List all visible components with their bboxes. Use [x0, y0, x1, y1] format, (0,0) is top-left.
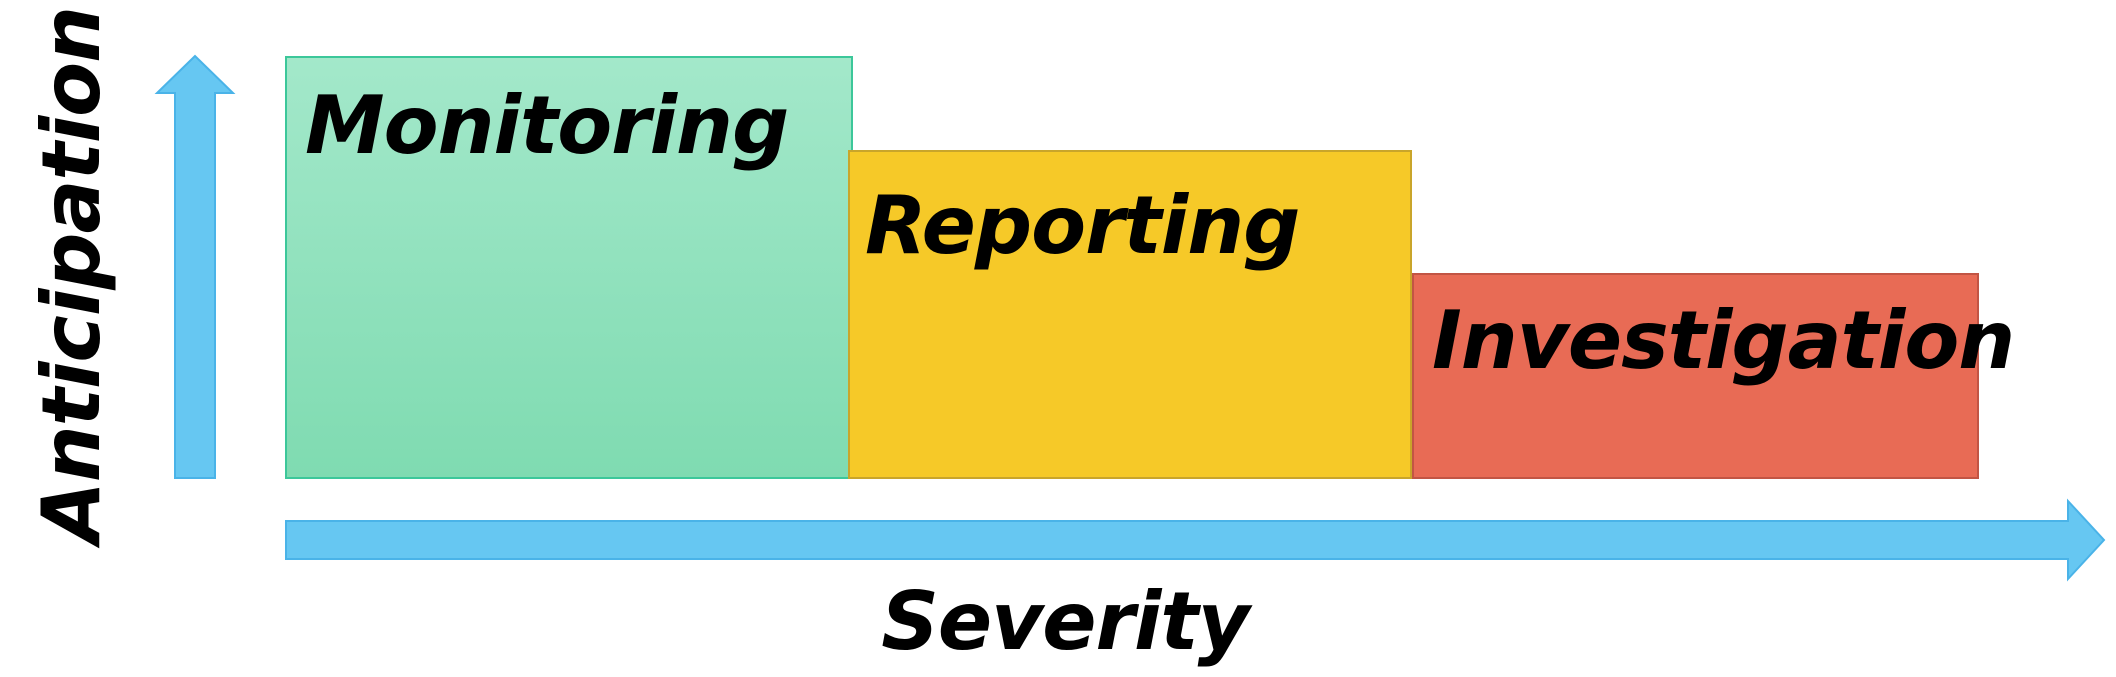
investigation-label: Investigation: [1432, 294, 2015, 387]
investigation-box: Investigation: [1412, 273, 2015, 479]
x-axis-label: Severity: [881, 575, 1250, 668]
reporting-label: Reporting: [865, 179, 1300, 272]
monitoring-label: Monitoring: [305, 79, 789, 172]
y-axis-arrow: [154, 54, 236, 479]
x-axis-arrow: [285, 498, 2106, 582]
reporting-box: Reporting: [848, 150, 1412, 479]
y-axis-label: Anticipation: [25, 6, 118, 544]
monitoring-box: Monitoring: [285, 56, 853, 479]
